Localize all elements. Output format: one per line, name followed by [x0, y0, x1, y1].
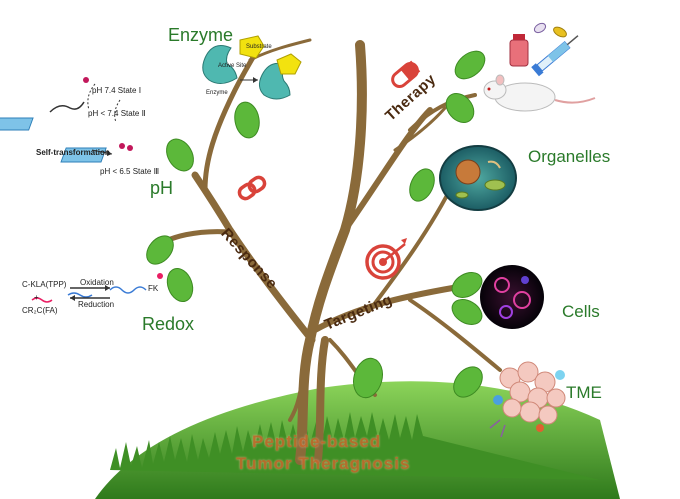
- organelles-illustration: [439, 145, 517, 211]
- self-transformation-label: Self-transformation: [36, 148, 110, 157]
- title-line-2: Tumor Theragnosis: [236, 454, 411, 473]
- enzyme-part-label: Enzyme: [206, 90, 228, 96]
- reactant2-label: CR₂C(FA): [22, 306, 58, 315]
- leaves: [146, 50, 486, 399]
- target-icon: [365, 238, 407, 280]
- ph-inset-illustration: [0, 77, 133, 163]
- tme-label: TME: [566, 383, 602, 402]
- redox-inset-illustration: [31, 273, 163, 303]
- oxidation-label: Oxidation: [80, 278, 114, 287]
- organelles-label: Organelles: [528, 147, 611, 166]
- cells-label: Cells: [562, 302, 600, 321]
- chain-link-icon: [237, 175, 267, 201]
- reduction-label: Reduction: [78, 300, 115, 309]
- product-label: FK: [148, 284, 159, 293]
- pill-icon: [391, 60, 421, 88]
- syringe-icon: [531, 35, 579, 77]
- plus-sign: +: [34, 293, 39, 302]
- ph-state1-label: pH 7.4 State Ⅰ: [92, 86, 142, 95]
- tme-illustration: [489, 361, 566, 438]
- reactant1-label: C-KLA(TPP): [22, 280, 67, 289]
- ph-label: pH: [150, 178, 174, 198]
- enzyme-inset-illustration: [202, 35, 302, 100]
- substrate-label: Substrate: [246, 44, 272, 50]
- enzyme-label: Enzyme: [168, 25, 234, 45]
- mouse-icon: [483, 74, 596, 112]
- ph-state3-label: pH < 6.5 State Ⅲ: [100, 167, 160, 176]
- title-line-1: Peptide-based: [252, 432, 382, 451]
- grass-hill: [95, 381, 620, 499]
- redox-label: Redox: [142, 314, 195, 334]
- drug-bottle-icon: [509, 34, 529, 67]
- active-site-label: Active Site: [218, 63, 247, 69]
- capsule-icon: [533, 22, 567, 38]
- ph-state2-label: pH < 7.4 State Ⅱ: [88, 109, 146, 118]
- cells-micrograph: [480, 265, 544, 329]
